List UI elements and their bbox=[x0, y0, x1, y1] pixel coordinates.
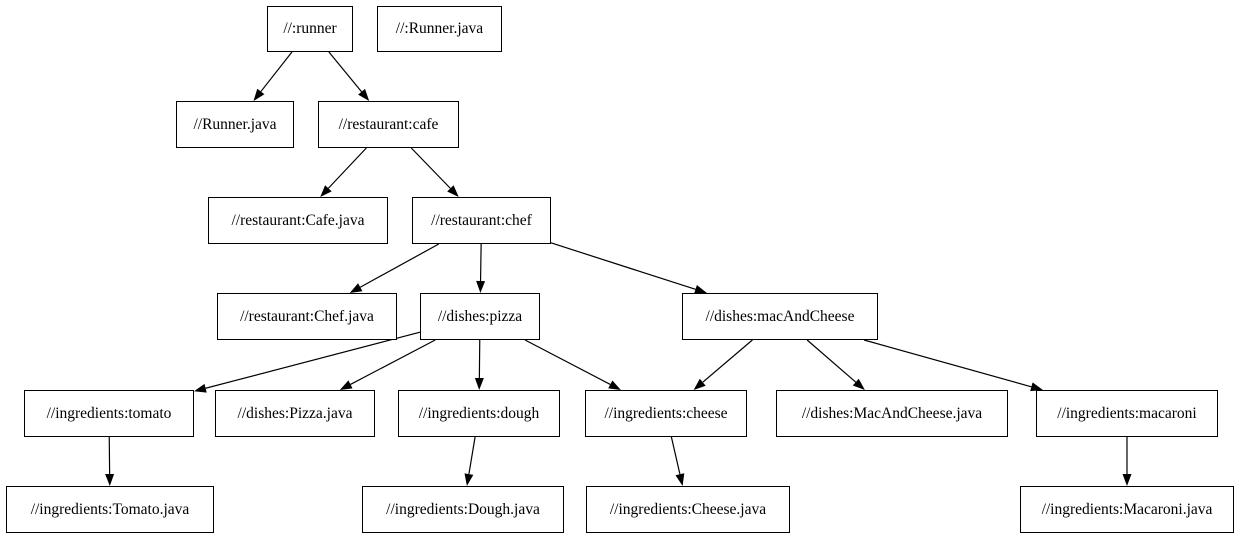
graph-arrowhead-runner-to-cafe bbox=[358, 88, 370, 101]
graph-node-runner: //:runner bbox=[267, 6, 353, 52]
graph-node-pizza-java: //dishes:Pizza.java bbox=[215, 390, 375, 437]
graph-node-dough-java: //ingredients:Dough.java bbox=[362, 486, 564, 533]
graph-arrowhead-mac-and-cheese-to-cheese bbox=[693, 378, 706, 390]
graph-node-chef-java: //restaurant:Chef.java bbox=[217, 293, 397, 340]
graph-edge-pizza-to-pizza-java bbox=[350, 339, 436, 385]
graph-node-cafe: //restaurant:cafe bbox=[318, 101, 459, 148]
graph-node-tomato: //ingredients:tomato bbox=[24, 390, 194, 437]
graph-arrowhead-tomato-to-tomato-java bbox=[105, 474, 115, 486]
graph-node-pizza: //dishes:pizza bbox=[420, 293, 540, 340]
graph-arrowhead-runner-to-runner-java bbox=[253, 88, 265, 101]
graph-arrowhead-cheese-to-cheese-java bbox=[675, 473, 685, 486]
graph-arrowhead-cafe-to-chef bbox=[447, 185, 459, 197]
graph-edge-pizza-to-tomato bbox=[205, 331, 421, 389]
graph-node-mac-and-cheese: //dishes:macAndCheese bbox=[682, 293, 878, 340]
graph-node-tomato-java: //ingredients:Tomato.java bbox=[6, 486, 214, 533]
graph-node-runner-java-top: //:Runner.java bbox=[377, 6, 502, 52]
graph-edge-runner-to-runner-java bbox=[260, 51, 293, 92]
graph-node-mac-and-cheese-java: //dishes:MacAndCheese.java bbox=[776, 390, 1008, 437]
graph-edge-runner-to-cafe bbox=[328, 51, 363, 93]
graph-node-cheese-java: //ingredients:Cheese.java bbox=[586, 486, 790, 533]
graph-edge-mac-and-cheese-to-mac-and-cheese-java bbox=[806, 339, 857, 383]
graph-node-dough: //ingredients:dough bbox=[398, 390, 560, 437]
graph-edge-dough-to-dough-java bbox=[468, 436, 476, 475]
graph-edge-pizza-to-cheese bbox=[524, 339, 611, 385]
graph-arrowhead-macaroni-to-macaroni-java bbox=[1122, 474, 1132, 486]
graph-node-macaroni-java: //ingredients:Macaroni.java bbox=[1020, 486, 1234, 533]
graph-edge-chef-to-chef-java bbox=[359, 243, 440, 288]
graph-arrowhead-pizza-to-tomato bbox=[194, 383, 207, 393]
graph-arrowhead-cafe-to-cafe-java bbox=[320, 185, 332, 197]
graph-node-runner-java: //Runner.java bbox=[176, 101, 294, 148]
graph-arrowhead-chef-to-chef-java bbox=[349, 283, 363, 293]
graph-edge-mac-and-cheese-to-macaroni bbox=[863, 339, 1032, 388]
graph-arrowhead-pizza-to-cheese bbox=[608, 380, 621, 390]
graph-arrowhead-pizza-to-dough bbox=[474, 378, 484, 390]
graph-edge-cafe-to-chef bbox=[410, 147, 451, 189]
graph-edge-chef-to-pizza bbox=[479, 243, 482, 282]
graph-edge-cafe-to-cafe-java bbox=[327, 147, 367, 189]
graph-edge-mac-and-cheese-to-cheese bbox=[702, 339, 753, 383]
graph-arrowhead-mac-and-cheese-to-mac-and-cheese-java bbox=[852, 378, 865, 390]
graph-node-cheese: //ingredients:cheese bbox=[585, 390, 747, 437]
graph-node-cafe-java: //restaurant:Cafe.java bbox=[208, 197, 388, 244]
graph-arrowhead-dough-to-dough-java bbox=[464, 473, 474, 486]
graph-arrowhead-pizza-to-pizza-java bbox=[339, 380, 353, 390]
graph-edge-chef-to-mac-and-cheese bbox=[550, 242, 696, 290]
graph-arrowhead-chef-to-pizza bbox=[476, 280, 486, 293]
graph-node-chef: //restaurant:chef bbox=[412, 197, 551, 244]
graph-edge-cheese-to-cheese-java bbox=[670, 436, 681, 475]
graph-node-macaroni: //ingredients:macaroni bbox=[1036, 390, 1218, 437]
